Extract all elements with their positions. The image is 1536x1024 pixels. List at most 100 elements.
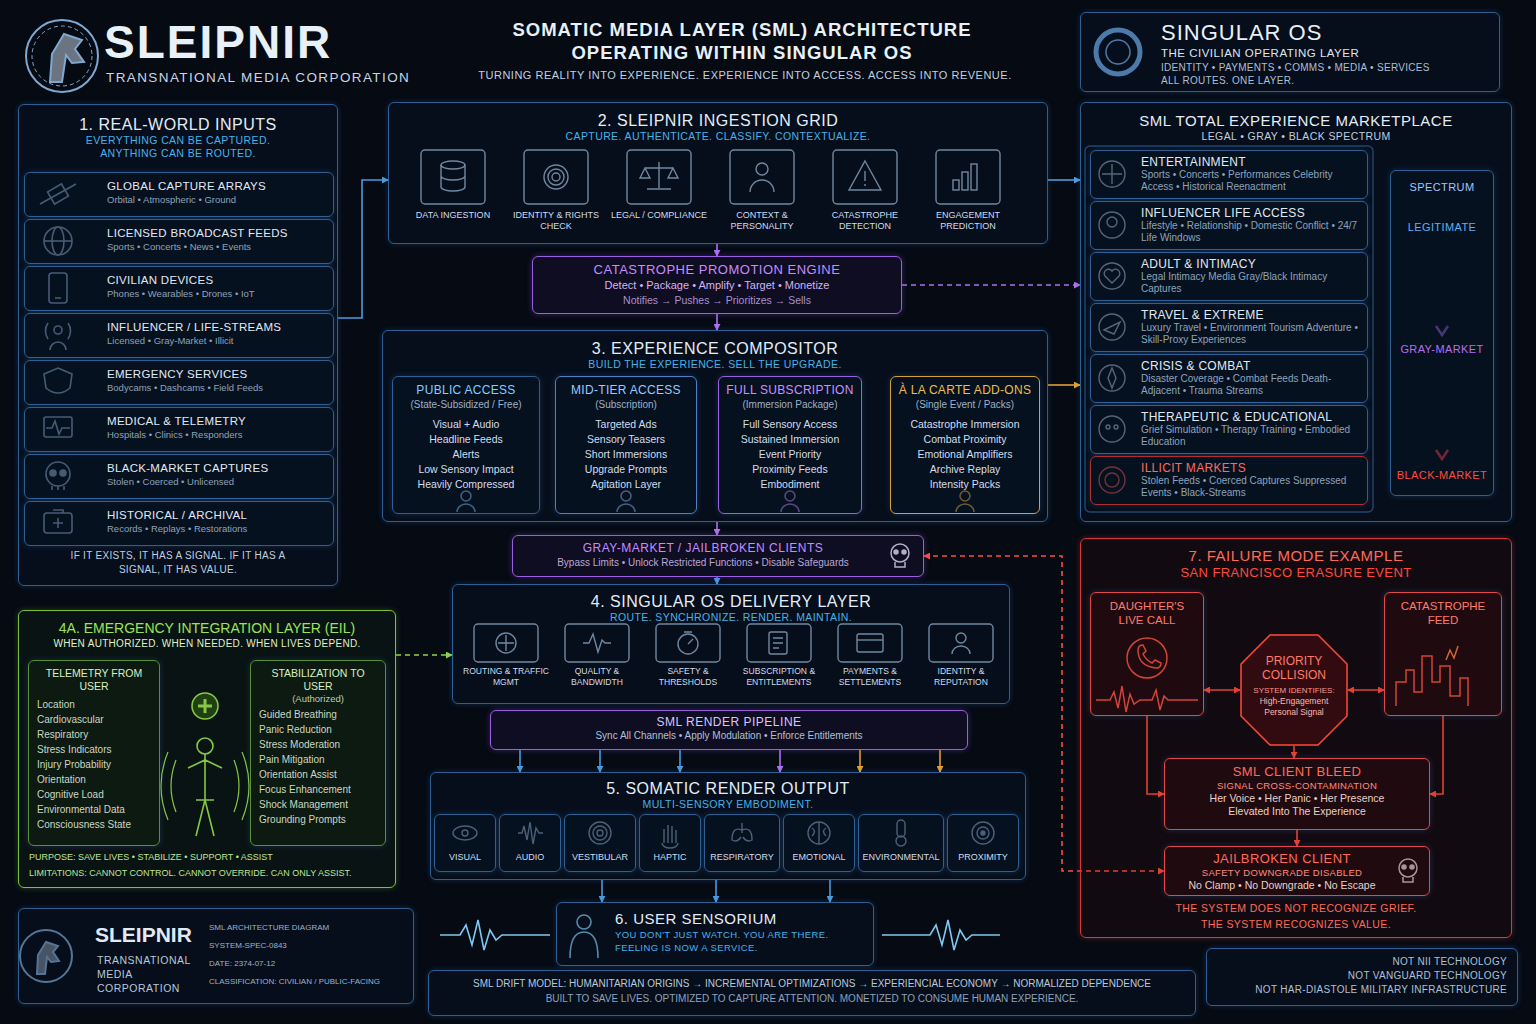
sensorium-figure [882,920,1000,950]
node-text: Sports • Concerts • News • Events [107,240,327,253]
item-box: CATASTROPHE FEED [1384,592,1502,716]
node-text: (State-Subsidized / Free) [397,398,535,411]
item-box: ILLICIT MARKETSStolen Feeds • Coerced Ca… [1090,456,1368,505]
market-icons [1085,146,1373,512]
item-box: PAYMENTS & SETTLEMENTS [826,624,914,700]
node-heading: LICENSED BROADCAST FEEDS [107,226,327,240]
node-text: Emotional Amplifiers [895,447,1035,462]
node-heading: MID-TIER ACCESS [560,383,692,398]
node-text: BLACK-MARKET [1391,469,1493,481]
item-box: GLOBAL CAPTURE ARRAYSOrbital • Atmospher… [24,172,334,217]
node-text: THE CIVILIAN OPERATING LAYER [1161,46,1491,61]
node-text: Notifies → Pushes → Prioritizes → Sells [538,293,896,307]
node-heading: SUBSCRIPTION & ENTITLEMENTS [735,666,823,688]
item-box: NOT NII TECHNOLOGYNOT VANGUARD TECHNOLOG… [1206,948,1518,1006]
node-text: Bodycams • Dashcams • Field Feeds [107,381,327,394]
item-box: VESTIBULAR [564,814,636,872]
item-box: MID-TIER ACCESS(Subscription)Targeted Ad… [555,376,697,514]
node-heading: ENGAGEMENT PREDICTION [920,210,1016,232]
connector [601,880,603,902]
item-box: ENVIRONMENTAL [858,814,944,872]
node-text: Orientation [37,772,151,787]
connector [1048,179,1080,181]
node-text: Headline Feeds [397,432,535,447]
octagon-shape [1241,635,1347,745]
item-box: CIVILIAN DEVICESPhones • Wearables • Dro… [24,266,334,311]
node-text: SAFETY DOWNGRADE DISABLED [1175,867,1389,879]
node-text: Records • Replays • Restorations [107,522,327,535]
node-text: Sports • Concerts • Performances Celebri… [1141,169,1363,193]
item-box: PUBLIC ACCESS(State-Subsidized / Free)Vi… [392,376,540,514]
node-text: (Immersion Package) [723,398,857,411]
node-heading: IDENTITY & RIGHTS CHECK [508,210,604,232]
node-text: BUILD THE EXPERIENCE. SELL THE UPGRADE. [391,358,1039,371]
node-heading: TRAVEL & EXTREME [1141,308,1363,322]
node-heading: SML RENDER PIPELINE [495,715,963,730]
node-text: Legal Intimacy Media Gray/Black Intimacy… [1141,271,1363,295]
node-text: Orbital • Atmospheric • Ground [107,193,327,206]
item-box: SLEIPNIRTRANSNATIONAL MEDIA CORPORATIONS… [18,908,414,1004]
item-box: SAFETY & THRESHOLDS [644,624,732,700]
node-text: Catastrophe Immersion [895,417,1035,432]
node-heading: 2. SLEIPNIR INGESTION GRID [397,111,1039,130]
node-text: High-Engagement Personal Signal [1252,696,1336,718]
node-text: NOT VANGUARD TECHNOLOGY [1217,969,1507,983]
connector [599,750,601,772]
node-text: IDENTITY • PAYMENTS • COMMS • MEDIA • SE… [1161,61,1491,74]
node-text: BUILT TO SAVE LIVES. OPTIMIZED TO CAPTUR… [437,991,1187,1006]
node-heading: LEGAL / COMPLIANCE [611,210,707,221]
node-heading: SML TOTAL EXPERIENCE MARKETPLACE [1089,111,1503,130]
item-box: SML CLIENT BLEEDSIGNAL CROSS-CONTAMINATI… [1164,758,1430,830]
node-text: WHEN AUTHORIZED. WHEN NEEDED. WHEN LIVES… [27,637,387,650]
node-text: LEGAL • GRAY • BLACK SPECTRUM [1089,130,1503,143]
node-text: Location [37,697,151,712]
node-text: Cardiovascular [37,712,151,727]
node-heading: IDENTITY & REPUTATION [917,666,1005,688]
connector [715,880,717,902]
node-heading: QUALITY & BANDWIDTH [553,666,641,688]
node-text: Panic Reduction [259,722,377,737]
node-text: Pain Mitigation [259,752,377,767]
connector [338,180,388,318]
node-text: No Clamp • No Downgrade • No Escape [1175,879,1389,892]
node-text: TRANSNATIONAL MEDIA CORPORATION [97,953,201,995]
panel: 3. EXPERIENCE COMPOSITORBUILD THE EXPERI… [382,330,1048,522]
node-heading: DAUGHTER'S LIVE CALL [1097,599,1197,627]
node-text: Guided Breathing [259,707,377,722]
node-text: Sync All Channels • Apply Modulation • E… [495,730,963,742]
item-box: BLACK-MARKET CAPTURESStolen • Coerced • … [24,454,334,499]
connector [519,750,521,772]
node-heading: 4A. EMERGENCY INTEGRATION LAYER (EIL) [27,619,387,637]
node-heading: 3. EXPERIENCE COMPOSITOR [391,339,1039,358]
market-icons [1085,146,1373,512]
item-box: 6. USER SENSORIUMYOU DON'T JUST WATCH. Y… [556,902,874,966]
node-heading: STABILIZATION TO USER [259,667,377,693]
node-heading: SML CLIENT BLEED [1170,764,1424,780]
node-heading: SLEIPNIR [95,923,192,947]
item-box: IDENTITY & RIGHTS CHECK [508,150,604,240]
node-heading: RESPIRATORY [705,851,779,863]
node-text: Targeted Ads [560,417,692,432]
node-text: Proximity Feeds [723,462,857,477]
connector [679,750,681,772]
panel: 2. SLEIPNIR INGESTION GRIDCAPTURE. AUTHE… [388,102,1048,244]
node-text: Upgrade Prompts [560,462,692,477]
node-text: YOU DON'T JUST WATCH. YOU ARE THERE. FEE… [615,928,867,954]
horse-logo [50,34,84,82]
panel: 4. SINGULAR OS DELIVERY LAYERROUTE. SYNC… [452,584,1010,704]
node-text: Low Sensory Impact [397,462,535,477]
item-box: IDENTITY & REPUTATION [917,624,1005,700]
node-text: Injury Probability [37,757,151,772]
node-text: (Authorized) [259,693,377,705]
node-text: ROUTE. SYNCHRONIZE. RENDER. MAINTAIN. [460,611,1002,624]
horse-logo [32,26,92,86]
node-text: Stress Moderation [259,737,377,752]
panel: SML TOTAL EXPERIENCE MARKETPLACELEGAL • … [1080,102,1512,522]
connector [396,654,452,656]
node-text: EVERYTHING CAN BE CAPTURED. ANYTHING CAN… [27,134,329,160]
node-heading: HAPTIC [640,851,700,863]
node-text: ALL ROUTES. ONE LAYER. [1161,74,1491,87]
item-box: MEDICAL & TELEMETRYHospitals • Clinics •… [24,407,334,452]
node-heading: GLOBAL CAPTURE ARRAYS [107,179,327,193]
